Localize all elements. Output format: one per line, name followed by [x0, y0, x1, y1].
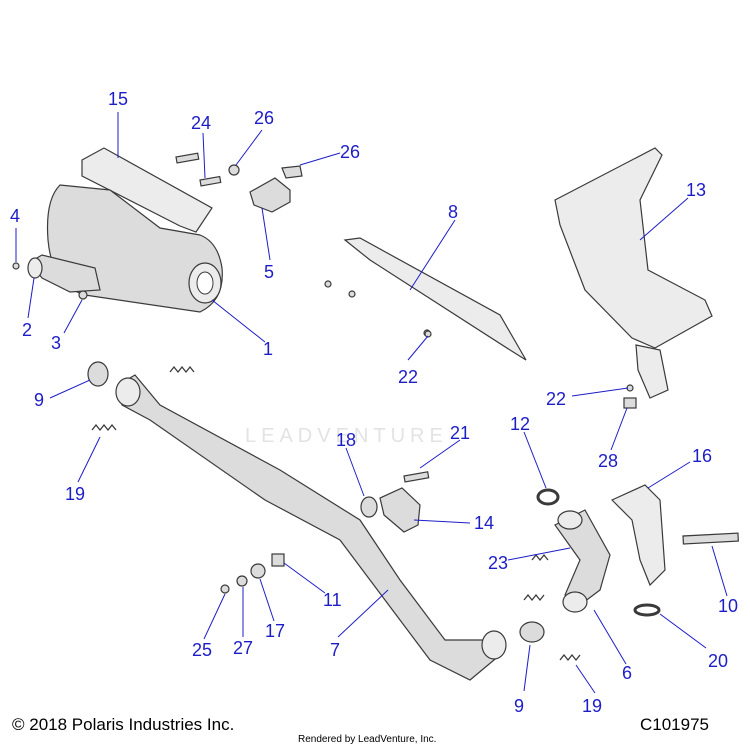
- shield-plate-part: [343, 237, 527, 361]
- grommet-part: [360, 496, 378, 518]
- header-inlet-part: [115, 377, 141, 407]
- clamp-part: [633, 603, 661, 617]
- inlet-pipe-part: [29, 254, 101, 293]
- washer-part: [236, 575, 248, 587]
- callout-22: 22: [398, 367, 419, 387]
- spring-part: [91, 423, 117, 432]
- shield-tab-part: [635, 344, 669, 399]
- callout-24: 24: [191, 113, 212, 133]
- clip-part: [623, 397, 637, 409]
- spacer-part: [271, 553, 285, 567]
- washer-part: [250, 563, 266, 579]
- callout-5: 5: [264, 262, 275, 282]
- spring-part: [169, 365, 195, 374]
- callout-17: 17: [265, 621, 286, 641]
- callout-21: 21: [450, 423, 471, 443]
- rendered-by-text: Rendered by LeadVenture, Inc.: [298, 734, 437, 745]
- callout-14: 14: [474, 513, 495, 533]
- callout-12: 12: [510, 414, 531, 434]
- spring-part: [523, 593, 545, 602]
- clamp-ring-part: [519, 621, 545, 643]
- callout-26: 26: [340, 142, 361, 162]
- elbow-pipe-part: [554, 509, 611, 606]
- spring-part: [559, 653, 581, 662]
- spring-part: [531, 553, 549, 562]
- header-outlet-part: [481, 630, 507, 660]
- callout-25: 25: [192, 640, 213, 660]
- inlet-end-part: [27, 257, 43, 279]
- leadventure-watermark: LEADVENTURE: [245, 425, 448, 447]
- clip-part: [281, 165, 303, 179]
- callout-19: 19: [65, 484, 86, 504]
- callout-27: 27: [233, 638, 254, 658]
- callout-8: 8: [448, 202, 459, 222]
- callout-9: 9: [514, 696, 525, 716]
- screw-part: [12, 262, 20, 270]
- callout-28: 28: [598, 451, 619, 471]
- elbow-end-part: [562, 591, 588, 613]
- callout-11: 11: [323, 590, 342, 610]
- callout-22: 22: [546, 389, 567, 409]
- gasket-part: [536, 488, 560, 506]
- nut-part: [228, 164, 240, 176]
- bracket-part: [249, 177, 291, 213]
- callout-10: 10: [718, 596, 739, 616]
- callout-2: 2: [22, 320, 33, 340]
- callout-7: 7: [330, 640, 341, 660]
- callout-26: 26: [254, 108, 275, 128]
- callout-20: 20: [708, 651, 729, 671]
- callout-16: 16: [692, 446, 713, 466]
- oxygen-sensor-part: [682, 532, 739, 545]
- bolt-part: [175, 152, 200, 164]
- screw-part: [324, 280, 332, 288]
- callout-6: 6: [622, 663, 633, 683]
- mount-bracket-part: [379, 487, 421, 533]
- leader-lines: [15, 112, 728, 694]
- callout-3: 3: [51, 333, 62, 353]
- callout-4: 4: [10, 206, 21, 226]
- copyright-text: © 2018 Polaris Industries Inc.: [12, 715, 235, 734]
- bolt-part: [78, 290, 88, 300]
- elbow-heat-shield-part: [610, 484, 666, 587]
- heat-shield-part: [81, 147, 213, 233]
- nut-part: [220, 584, 230, 594]
- bolt-part: [199, 175, 222, 187]
- callout-15: 15: [108, 89, 129, 109]
- muffler-outlet-hole-part: [196, 271, 214, 295]
- callout-13: 13: [686, 180, 707, 200]
- bolt-part: [403, 471, 430, 483]
- callout-23: 23: [488, 553, 509, 573]
- screw-part: [348, 290, 356, 298]
- header-pipe-part: [117, 374, 501, 681]
- clamp-ring-part: [87, 361, 109, 387]
- elbow-end-part: [557, 510, 583, 530]
- screw-part: [424, 330, 432, 338]
- drawing-number: C101975: [640, 715, 710, 734]
- callout-1: 1: [263, 339, 274, 359]
- callout-18: 18: [336, 430, 357, 450]
- callout-9: 9: [34, 390, 45, 410]
- large-heat-shield-part: [554, 147, 713, 349]
- callout-19: 19: [582, 696, 603, 716]
